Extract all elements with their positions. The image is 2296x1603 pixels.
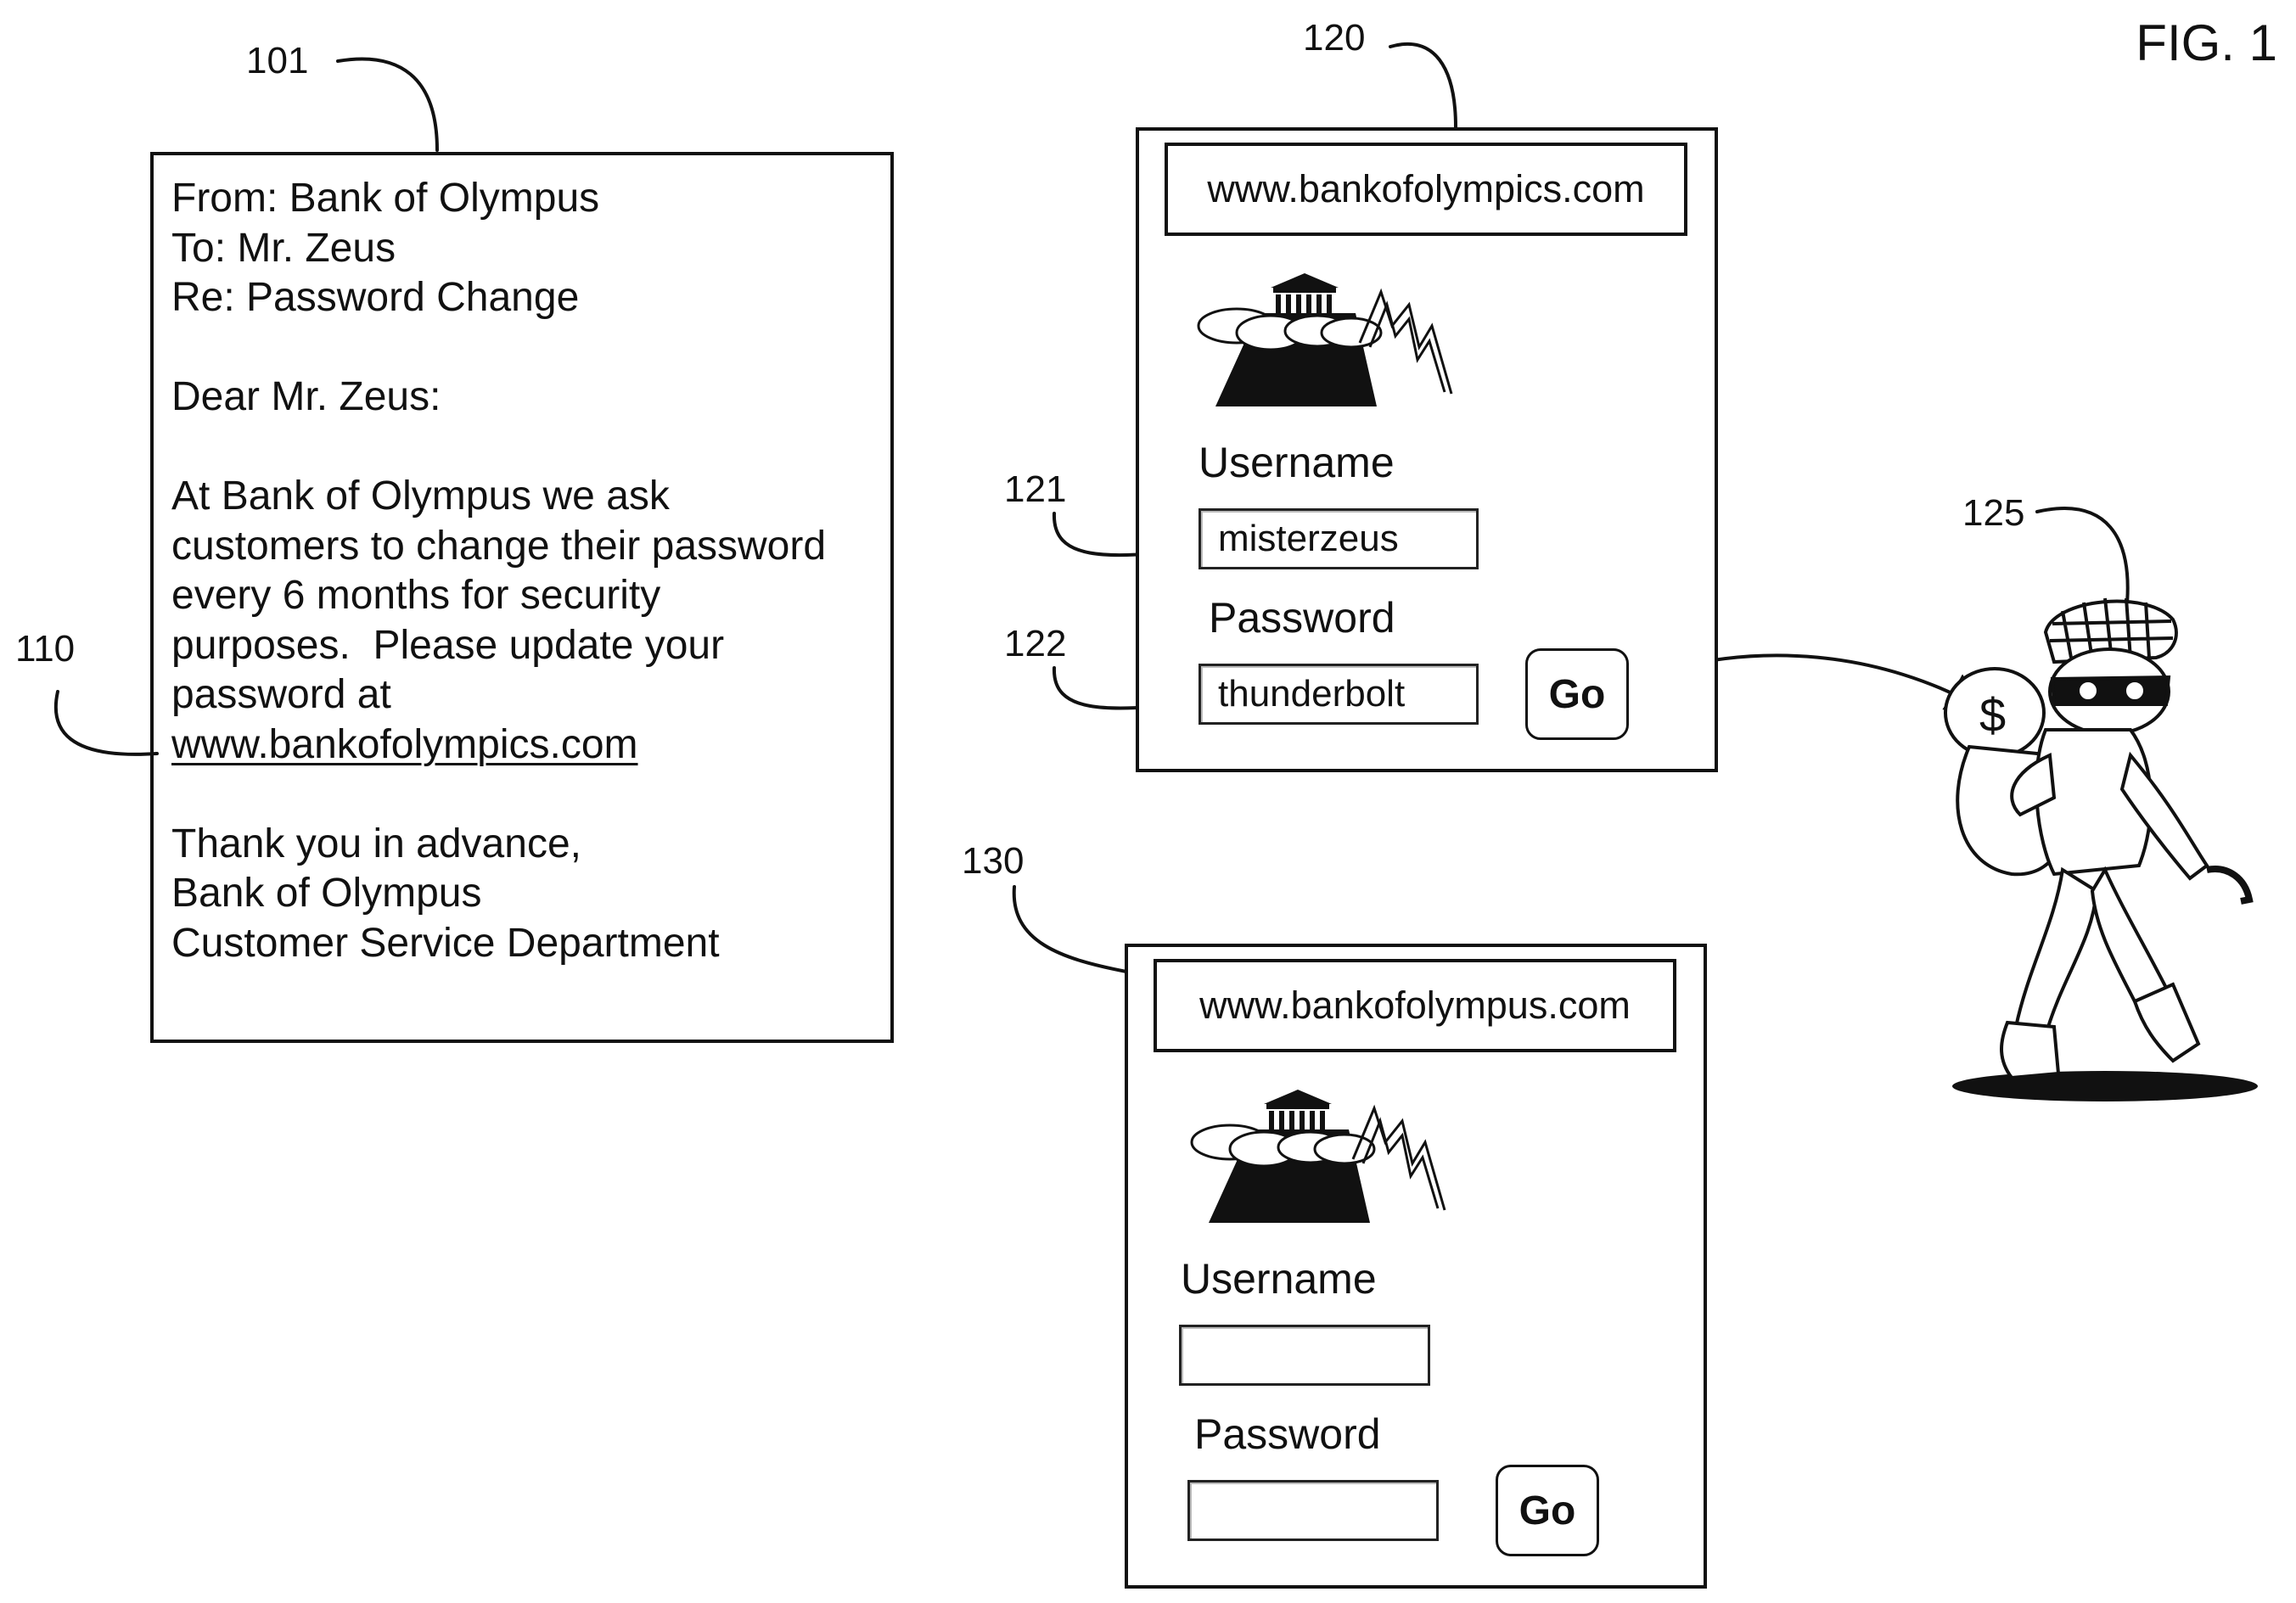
- real-site-panel: www.bankofolympus.com Username Password …: [1125, 944, 1707, 1589]
- ref-101: 101: [246, 42, 308, 80]
- email-body-line: every 6 months for security: [171, 571, 826, 621]
- email-body-line: purposes. Please update your: [171, 621, 826, 671]
- olympus-logo-icon: [1183, 1083, 1455, 1227]
- fake-username-label: Username: [1199, 438, 1395, 487]
- ref-130: 130: [962, 843, 1024, 880]
- money-symbol: $: [1979, 688, 2006, 742]
- email-from: From: Bank of Olympus: [171, 174, 826, 224]
- leader-130: [1014, 887, 1126, 972]
- thief-icon: $: [1927, 586, 2266, 1112]
- real-site-url-bar[interactable]: www.bankofolympus.com: [1154, 959, 1676, 1052]
- olympus-logo-icon: [1190, 266, 1462, 411]
- fake-site-url-bar[interactable]: www.bankofolympics.com: [1165, 143, 1687, 236]
- leader-101: [338, 59, 437, 150]
- fake-username-input[interactable]: misterzeus: [1199, 508, 1479, 569]
- email-closing-line: Thank you in advance,: [171, 820, 826, 870]
- real-username-input[interactable]: [1179, 1325, 1430, 1386]
- leader-110: [56, 692, 157, 754]
- email-body: From: Bank of Olympus To: Mr. Zeus Re: P…: [171, 174, 826, 968]
- email-greeting: Dear Mr. Zeus:: [171, 373, 826, 423]
- ref-110: 110: [15, 631, 75, 668]
- ref-121: 121: [1004, 471, 1066, 508]
- real-username-label: Username: [1181, 1254, 1377, 1303]
- ref-125: 125: [1962, 495, 2024, 532]
- ref-120: 120: [1303, 20, 1365, 57]
- fake-password-label: Password: [1209, 593, 1395, 642]
- email-to: To: Mr. Zeus: [171, 224, 826, 274]
- leader-120: [1390, 44, 1456, 127]
- fake-go-button[interactable]: Go: [1525, 648, 1629, 740]
- real-go-button[interactable]: Go: [1496, 1465, 1599, 1556]
- phishing-email: From: Bank of Olympus To: Mr. Zeus Re: P…: [150, 152, 894, 1043]
- email-body-line: At Bank of Olympus we ask: [171, 472, 826, 522]
- email-body-line: password at: [171, 670, 826, 720]
- fake-site-panel: www.bankofolympics.com Username misterze…: [1136, 127, 1718, 772]
- email-closing-line: Bank of Olympus: [171, 869, 826, 919]
- email-phishing-link[interactable]: www.bankofolympics.com: [171, 720, 826, 771]
- fake-password-input[interactable]: thunderbolt: [1199, 664, 1479, 725]
- email-subject: Re: Password Change: [171, 273, 826, 323]
- ref-122: 122: [1004, 625, 1066, 663]
- figure-label: FIG. 1: [2136, 14, 2277, 72]
- real-password-label: Password: [1194, 1410, 1381, 1459]
- email-closing-line: Customer Service Department: [171, 919, 826, 969]
- email-body-line: customers to change their password: [171, 522, 826, 572]
- real-password-input[interactable]: [1187, 1480, 1439, 1541]
